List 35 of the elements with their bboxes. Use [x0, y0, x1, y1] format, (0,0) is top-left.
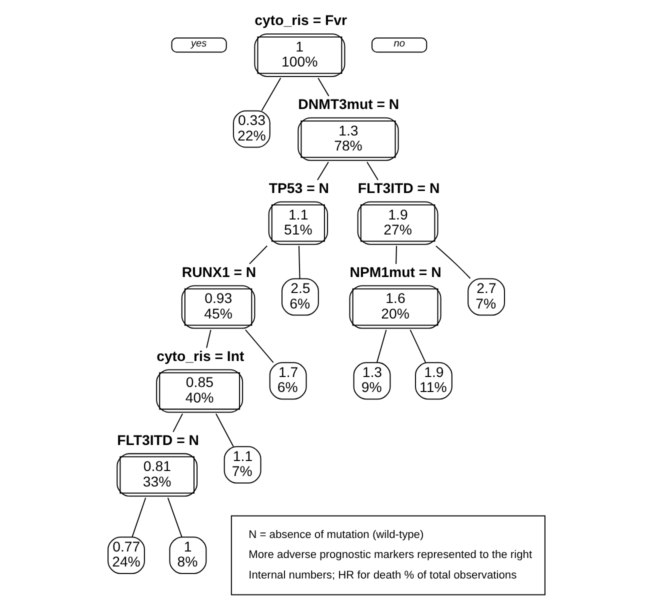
node-label: FLT3ITD = N: [358, 180, 440, 196]
node-box: yes: [171, 38, 227, 53]
connector: [317, 162, 329, 180]
connector: [172, 414, 183, 432]
connector: [167, 498, 182, 538]
connector: [249, 246, 268, 264]
node-box: 1 100%: [254, 33, 346, 77]
connector: [261, 78, 282, 111]
node-box: no: [372, 38, 428, 53]
node-label: RUNX1 = N: [182, 264, 256, 280]
connector: [366, 162, 378, 180]
node-box: 1.6 20%: [349, 285, 442, 329]
node-label: cyto_ris = Fvr: [254, 12, 348, 28]
node-box: 1.1 51%: [268, 201, 328, 245]
node-label: cyto_ris = Int: [156, 348, 244, 364]
connector: [396, 246, 397, 264]
connector: [245, 330, 274, 363]
node-box: 1.3 78%: [298, 117, 399, 161]
connector: [298, 246, 300, 279]
node-box: 1.9 27%: [357, 201, 438, 245]
connector: [206, 330, 212, 348]
node-label: FLT3ITD = N: [117, 432, 199, 448]
connector: [216, 414, 234, 447]
node-box: N = absence of mutation (wild-type) More adverse prognostic markers represented to the right Internal numbers; HR for death % of total observations: [230, 515, 546, 596]
node-label: DNMT3mut = N: [298, 96, 400, 112]
connector: [436, 246, 471, 279]
connector: [410, 330, 426, 363]
connector: [318, 78, 330, 96]
connector: [132, 498, 146, 538]
node-box: 0.81 33%: [116, 453, 198, 497]
node-box: 0.85 40%: [156, 369, 244, 413]
connector: [376, 330, 387, 363]
node-label: NPM1mut = N: [350, 264, 442, 280]
node-label: TP53 = N: [268, 180, 329, 196]
node-box: 0.93 45%: [181, 285, 256, 329]
